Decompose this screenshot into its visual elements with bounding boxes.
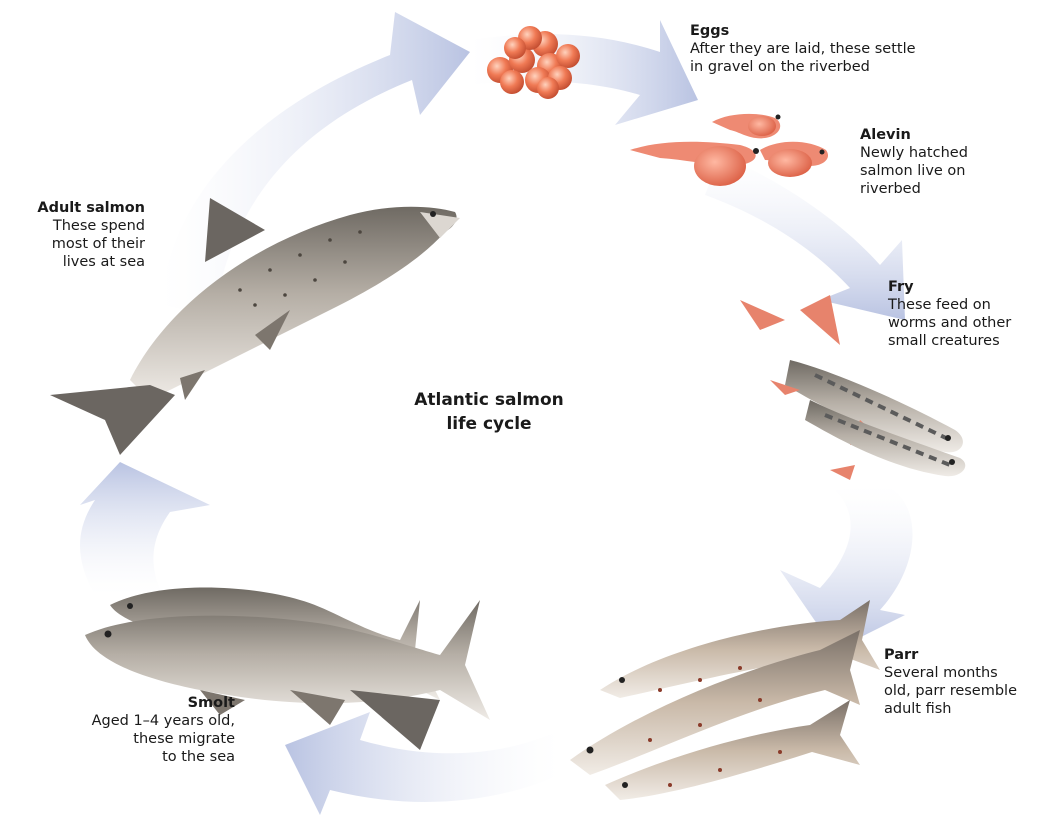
smolt-text-line: Aged 1–4 years old,	[30, 712, 235, 730]
egg	[556, 44, 580, 68]
parr-heading: Parr	[884, 646, 1036, 664]
smolt-label: Smolt Aged 1–4 years old, these migrate …	[30, 694, 235, 766]
adult-salmon-text-line: These spend	[0, 217, 145, 235]
fry-label: Fry These feed on worms and other small …	[888, 278, 1036, 350]
eggs-text-line: in gravel on the riverbed	[690, 58, 990, 76]
parr-label: Parr Several months old, parr resemble a…	[884, 646, 1036, 718]
parr-illustration	[570, 600, 880, 800]
smolt-text-line: these migrate	[30, 730, 235, 748]
adult-tail	[50, 385, 175, 455]
eggs-label: Eggs After they are laid, these settle i…	[690, 22, 990, 76]
fry-text-line: These feed on	[888, 296, 1036, 314]
diagram-title: Atlantic salmon life cycle	[389, 388, 589, 436]
egg	[504, 37, 526, 59]
fry-text-line: worms and other	[888, 314, 1036, 332]
diagram-title-line: life cycle	[389, 412, 589, 436]
fry-text-line: small creatures	[888, 332, 1036, 350]
alevin-text-line: salmon live on	[860, 162, 1030, 180]
adult-eye	[430, 211, 436, 217]
adult-salmon-text-line: lives at sea	[0, 253, 145, 271]
alevin-text-line: riverbed	[860, 180, 1030, 198]
parr-text-line: adult fish	[884, 700, 1036, 718]
adult-salmon-text-line: most of their	[0, 235, 145, 253]
parr-text-line: Several months	[884, 664, 1036, 682]
smolt-heading: Smolt	[30, 694, 235, 712]
alevin	[760, 142, 828, 177]
parr-text-line: old, parr resemble	[884, 682, 1036, 700]
egg	[537, 77, 559, 99]
alevin-text-line: Newly hatched	[860, 144, 1030, 162]
arrow-smolt-to-adult	[80, 462, 210, 595]
smolt-text-line: to the sea	[30, 748, 235, 766]
alevin-label: Alevin Newly hatched salmon live on rive…	[860, 126, 1030, 198]
alevin	[712, 114, 781, 138]
diagram-title-line: Atlantic salmon	[389, 388, 589, 412]
adult-salmon-heading: Adult salmon	[0, 199, 145, 217]
fry-heading: Fry	[888, 278, 1036, 296]
eggs-text-line: After they are laid, these settle	[690, 40, 990, 58]
adult-salmon-label: Adult salmon These spend most of their l…	[0, 199, 145, 271]
alevin-illustration	[630, 114, 828, 186]
egg	[500, 70, 524, 94]
eggs-heading: Eggs	[690, 22, 990, 40]
alevin-heading: Alevin	[860, 126, 1030, 144]
